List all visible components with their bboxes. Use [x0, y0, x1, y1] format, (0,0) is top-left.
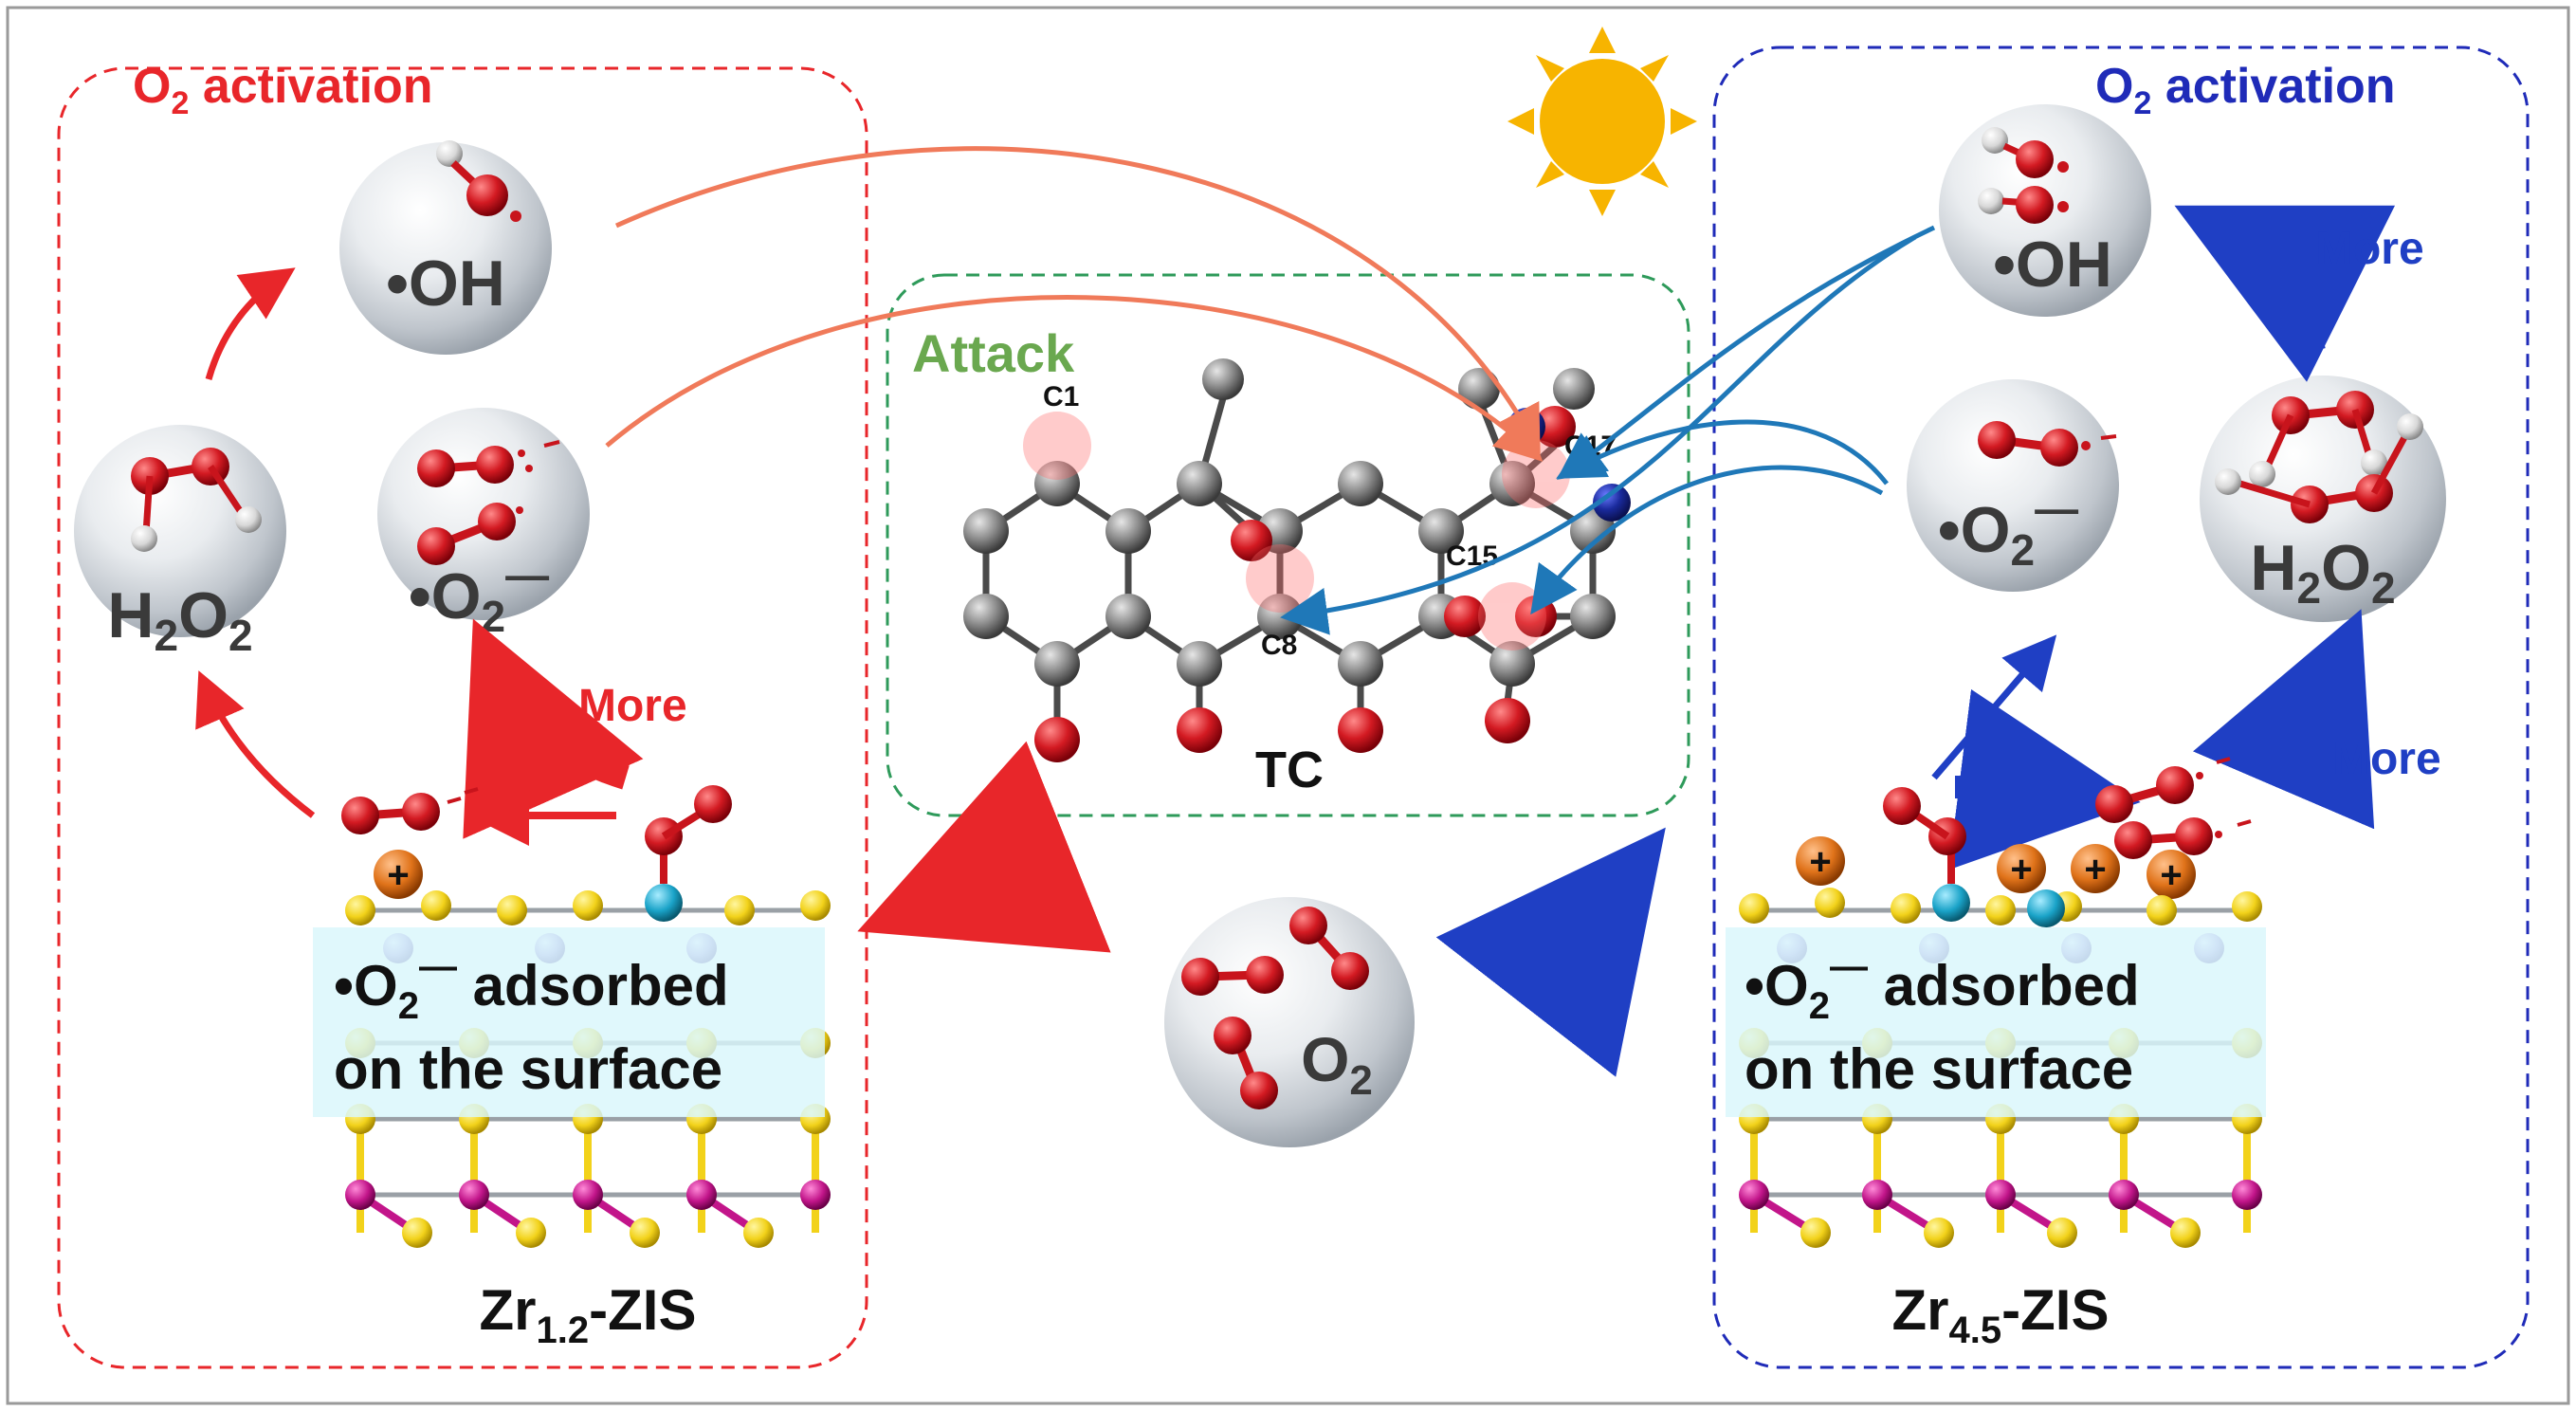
molecule-label: TC	[1255, 742, 1324, 798]
left-surface-label-line2: on the surface	[334, 1037, 722, 1101]
sun-icon	[1507, 27, 1697, 216]
arrow-right-o2radical-to-c15	[1530, 465, 1884, 615]
left-catalyst-label: Zr1.2-ZIS	[480, 1278, 697, 1351]
svg-text:+: +	[1809, 841, 1831, 883]
center-o2-sphere: O2	[1164, 897, 1415, 1147]
svg-text:H2O2: H2O2	[107, 579, 252, 660]
arrow-left-o2radical-to-c17	[605, 295, 1544, 462]
right-oh-sphere: •OH	[1939, 104, 2151, 317]
right-surface-label-line2: on the surface	[1745, 1037, 2133, 1101]
right-arrow-surface-to-o2radical	[1931, 634, 2057, 780]
left-panel-border	[57, 66, 868, 1369]
right-free-o2-radicals	[2095, 757, 2252, 859]
left-arrow-surface-to-h2o2	[195, 670, 316, 818]
right-more-top-label: More	[2315, 224, 2424, 274]
left-free-o2-radical	[341, 787, 479, 834]
center-arrow-to-right	[1435, 827, 1666, 1077]
right-arrow-more-top	[2174, 205, 2396, 382]
center-panel-border	[886, 273, 1690, 817]
left-surface-label-line1: •O2— adsorbed	[334, 945, 729, 1027]
svg-text:+: +	[2160, 854, 2182, 896]
svg-text:+: +	[387, 854, 409, 896]
right-h2o2-sphere: H2O2	[2200, 376, 2446, 622]
svg-text:•O2—: •O2—	[409, 550, 549, 641]
svg-text:O2: O2	[1301, 1024, 1373, 1104]
left-h2o2-sphere: H2O2	[74, 425, 286, 660]
left-o2-radical-sphere: •O2—	[377, 408, 590, 641]
left-crystal-lattice-icon	[313, 785, 831, 1248]
arrow-right-oh-to-c8	[1280, 234, 1917, 635]
atom-label-c15: C15	[1446, 541, 1498, 572]
right-arrow-to-free-radical	[1948, 688, 2141, 870]
left-more-label: More	[578, 681, 687, 731]
svg-text:+: +	[2010, 849, 2032, 890]
attack-label: Attack	[912, 323, 1075, 383]
right-positive-hole-icons: + + + +	[1796, 836, 2196, 899]
tc-molecule-icon	[963, 358, 1631, 762]
svg-text:H2O2: H2O2	[2250, 532, 2395, 613]
center-arrow-to-left	[857, 741, 1111, 953]
svg-text:•O2—: •O2—	[1938, 484, 2078, 575]
right-panel-border	[1712, 46, 2530, 1369]
left-panel: O2 activation •OH H2O2	[57, 59, 868, 1369]
svg-text:•OH: •OH	[1993, 229, 2112, 301]
svg-text:+: +	[2084, 849, 2106, 890]
left-panel-title: O2 activation	[133, 59, 433, 121]
right-panel-title: O2 activation	[2095, 59, 2396, 121]
right-catalyst-label: Zr4.5-ZIS	[1892, 1278, 2110, 1351]
outer-frame	[6, 6, 2570, 1405]
left-arrow-h2o2-to-oh	[205, 267, 296, 380]
atom-label-c8: C8	[1261, 630, 1297, 661]
left-positive-hole-icon: +	[374, 850, 423, 899]
left-arrow-more	[463, 618, 644, 839]
right-surface-label-line1: •O2— adsorbed	[1745, 945, 2140, 1027]
right-panel: O2 activation •OH •O2—	[1712, 46, 2530, 1369]
arrow-right-o2radical-to-c17	[1556, 419, 1889, 486]
arrow-right-oh-to-c17	[1556, 225, 1936, 480]
left-oh-sphere: •OH	[339, 140, 552, 355]
right-more-bottom-label: More	[2332, 734, 2441, 784]
right-crystal-lattice-icon	[1726, 787, 2266, 1248]
attack-arrows	[605, 146, 1936, 635]
arrow-left-oh-to-c17	[614, 146, 1541, 454]
center-panel: Attack	[857, 27, 1697, 1147]
atom-label-c1: C1	[1043, 381, 1079, 412]
svg-text:•OH: •OH	[386, 247, 505, 320]
right-o2-radical-sphere: •O2—	[1907, 379, 2119, 592]
right-arrow-more-bottom	[2192, 609, 2375, 830]
